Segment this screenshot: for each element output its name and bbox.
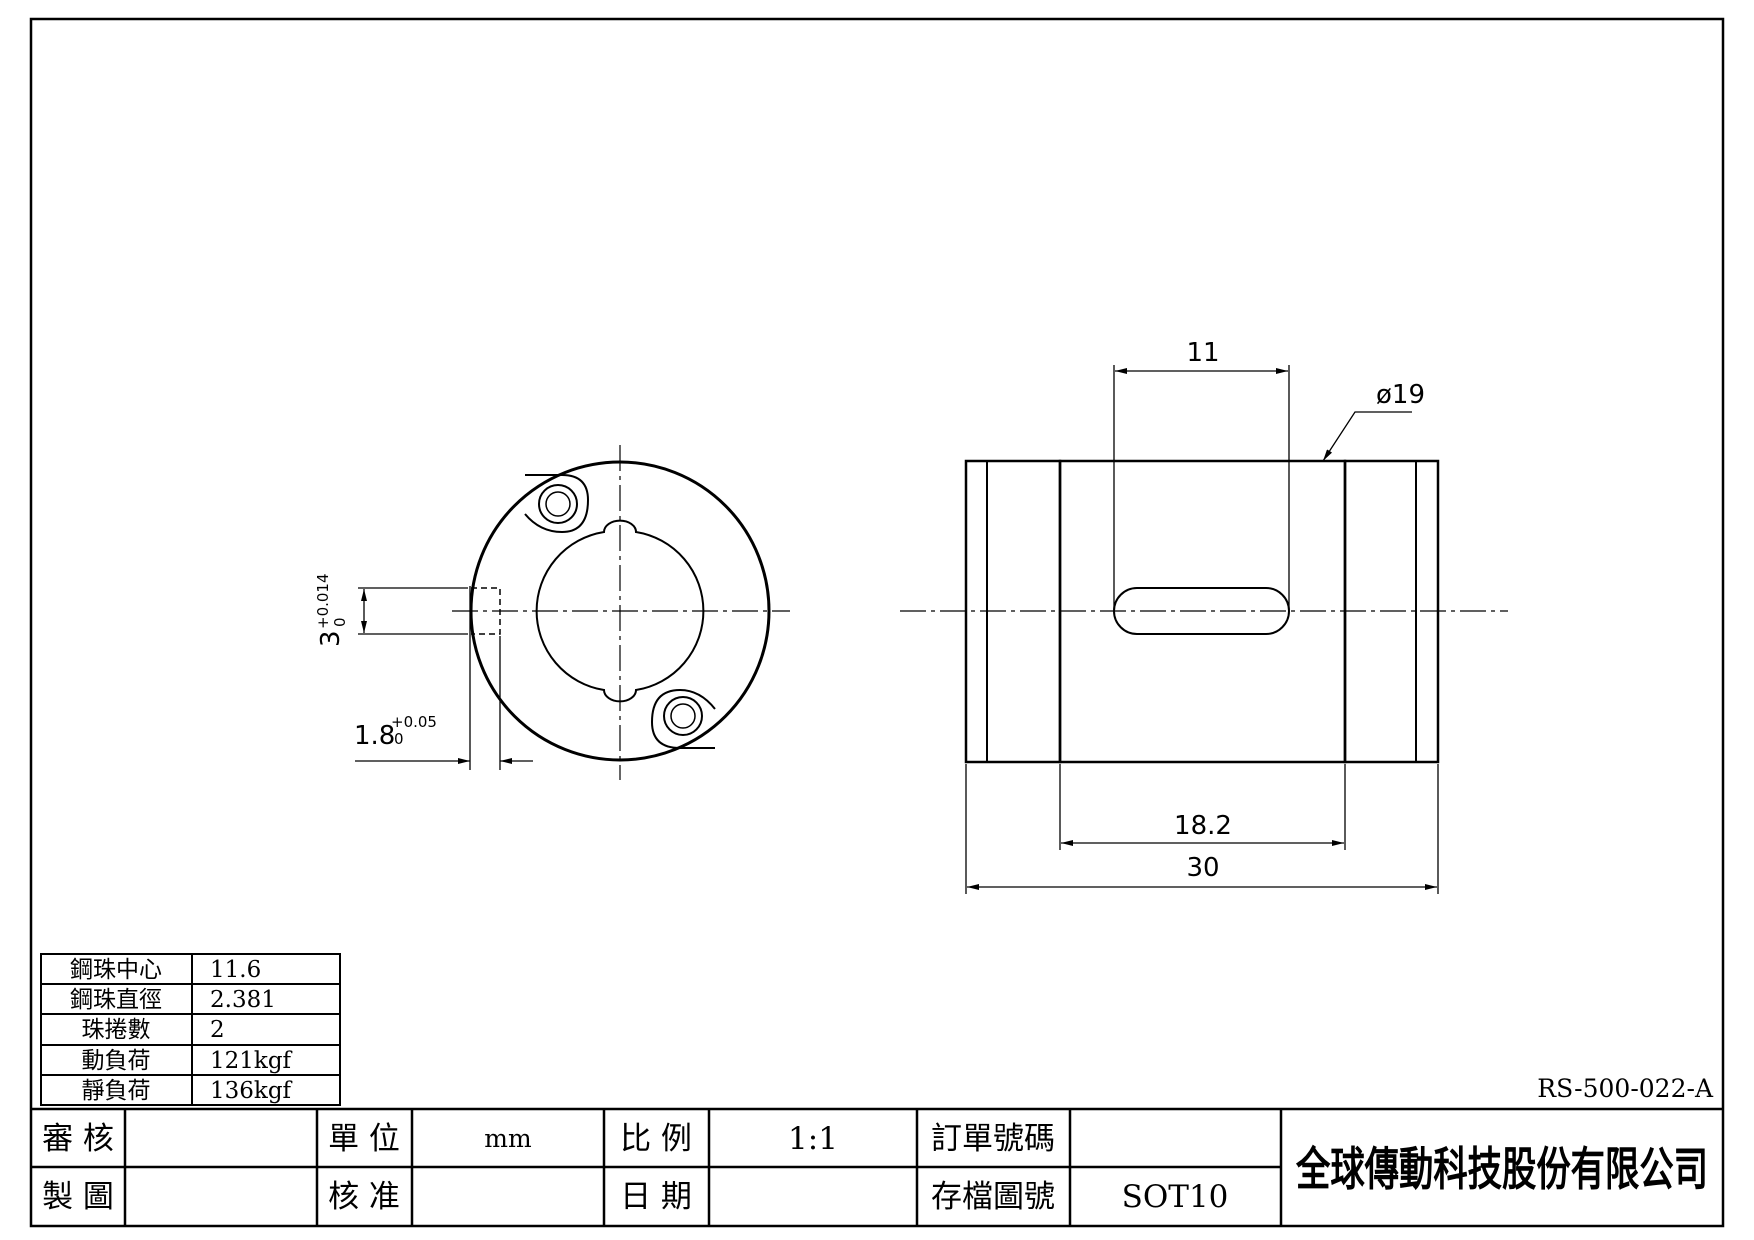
scale-value: 1:1 bbox=[788, 1121, 838, 1157]
title-block bbox=[31, 1107, 1723, 1226]
spec-label: 靜負荷 bbox=[82, 1078, 151, 1104]
spec-table bbox=[40, 953, 341, 1106]
date-label: 日 期 bbox=[620, 1179, 692, 1215]
spec-label: 鋼珠中心 bbox=[70, 957, 162, 983]
side-view bbox=[900, 365, 1508, 894]
keyway-depth-value: 1.8 bbox=[354, 721, 395, 751]
spec-value: 11.6 bbox=[210, 957, 261, 983]
keyway-width-tol-lower: 0 bbox=[331, 617, 349, 627]
front-view bbox=[355, 445, 790, 780]
hole-outer-lower-right bbox=[663, 696, 703, 736]
drawn-label: 製 圖 bbox=[42, 1179, 114, 1215]
archive-value: SOT10 bbox=[1122, 1179, 1229, 1215]
title-block-text: 審 核 製 圖 單 位 mm 核 准 比 例 1:1 日 期 訂單號碼 存檔圖號… bbox=[42, 1121, 1708, 1215]
center-length-label: 18.2 bbox=[1174, 811, 1232, 841]
slot-length-label: 11 bbox=[1186, 338, 1219, 368]
company-name: 全球傳動科技股份有限公司 bbox=[1295, 1142, 1708, 1196]
keyway-depth-tol-upper: +0.05 bbox=[391, 713, 437, 731]
spec-value: 121kgf bbox=[210, 1048, 293, 1074]
scale-label: 比 例 bbox=[620, 1121, 692, 1157]
keyway-width-value: 3 bbox=[316, 630, 346, 647]
hole-inner-lower-right bbox=[670, 703, 696, 729]
spec-label: 動負荷 bbox=[82, 1048, 151, 1074]
total-length-label: 30 bbox=[1186, 853, 1219, 883]
tab-upper-left bbox=[524, 474, 590, 534]
spec-label: 鋼珠直徑 bbox=[70, 987, 162, 1013]
document-number: RS-500-022-A bbox=[1537, 1074, 1714, 1103]
slot bbox=[1113, 587, 1290, 635]
archive-label: 存檔圖號 bbox=[931, 1179, 1055, 1215]
keyway-width-tol-upper: +0.014 bbox=[314, 573, 332, 629]
keyway-depth-tol-lower: 0 bbox=[394, 730, 404, 748]
diameter-leader bbox=[1322, 411, 1412, 462]
spec-rows: 鋼珠中心 11.6 鋼珠直徑 2.381 珠捲數 2 動負荷 121kgf 靜負… bbox=[70, 957, 293, 1104]
outer-diameter-label: ø19 bbox=[1376, 380, 1425, 410]
outer-circle bbox=[469, 460, 771, 762]
review-label: 審 核 bbox=[42, 1121, 114, 1157]
approve-label: 核 准 bbox=[328, 1179, 400, 1215]
drawing-border bbox=[29, 17, 1725, 1228]
spec-value: 136kgf bbox=[210, 1078, 293, 1104]
center-body bbox=[1058, 459, 1347, 764]
spec-value: 2.381 bbox=[210, 987, 276, 1013]
order-label: 訂單號碼 bbox=[931, 1121, 1055, 1157]
unit-label: 單 位 bbox=[328, 1121, 400, 1157]
hole-outer-upper-left bbox=[538, 484, 578, 524]
hole-inner-upper-left bbox=[545, 491, 571, 517]
keyway-hidden bbox=[471, 587, 501, 635]
tab-lower-right bbox=[650, 688, 716, 749]
keyway-depth-label: 1.8 +0.05 0 bbox=[354, 713, 437, 751]
unit-value: mm bbox=[484, 1124, 532, 1153]
keyway-width-label: 3 +0.014 0 bbox=[314, 573, 349, 647]
spec-value: 2 bbox=[210, 1017, 225, 1043]
inner-bore bbox=[535, 519, 705, 703]
spec-label: 珠捲數 bbox=[82, 1017, 151, 1043]
